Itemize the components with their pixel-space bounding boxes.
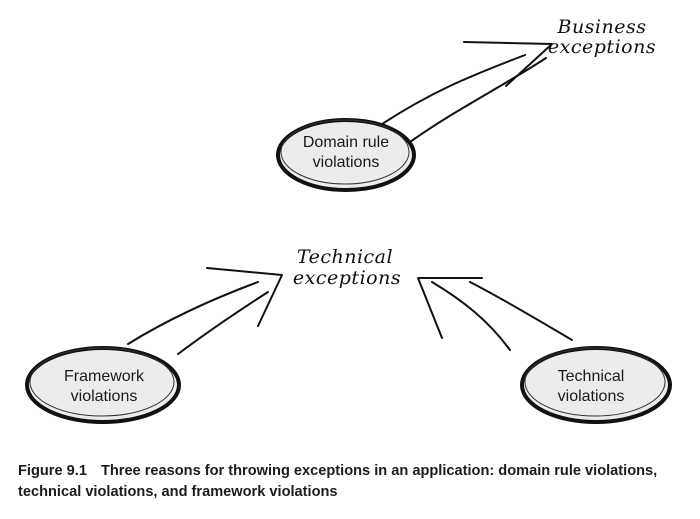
node-domain-rule-violations: Domain rule violations [276,118,416,192]
arrow-framework-to-technical [127,267,283,355]
label-technical: Technical [297,246,393,268]
node-domain-line2: violations [313,154,380,171]
arrow-technical-to-technical [417,277,573,351]
label-technical-exceptions: exceptions [293,267,401,289]
figure-number: Figure 9.1 [18,463,87,479]
node-technical-violations: Technical violations [520,346,672,424]
node-technical-line2: violations [558,388,625,405]
label-business-exceptions: exceptions [548,36,656,58]
node-framework-line1: Framework [64,368,145,385]
node-framework-line2: violations [71,388,138,405]
label-business: Business [556,16,646,38]
node-framework-violations: Framework violations [25,346,181,424]
arrow-domain-to-business [375,41,553,143]
figure-caption-text: Three reasons for throwing exceptions in… [18,463,658,500]
node-technical-line1: Technical [558,368,625,385]
node-domain-line1: Domain rule [303,134,389,151]
